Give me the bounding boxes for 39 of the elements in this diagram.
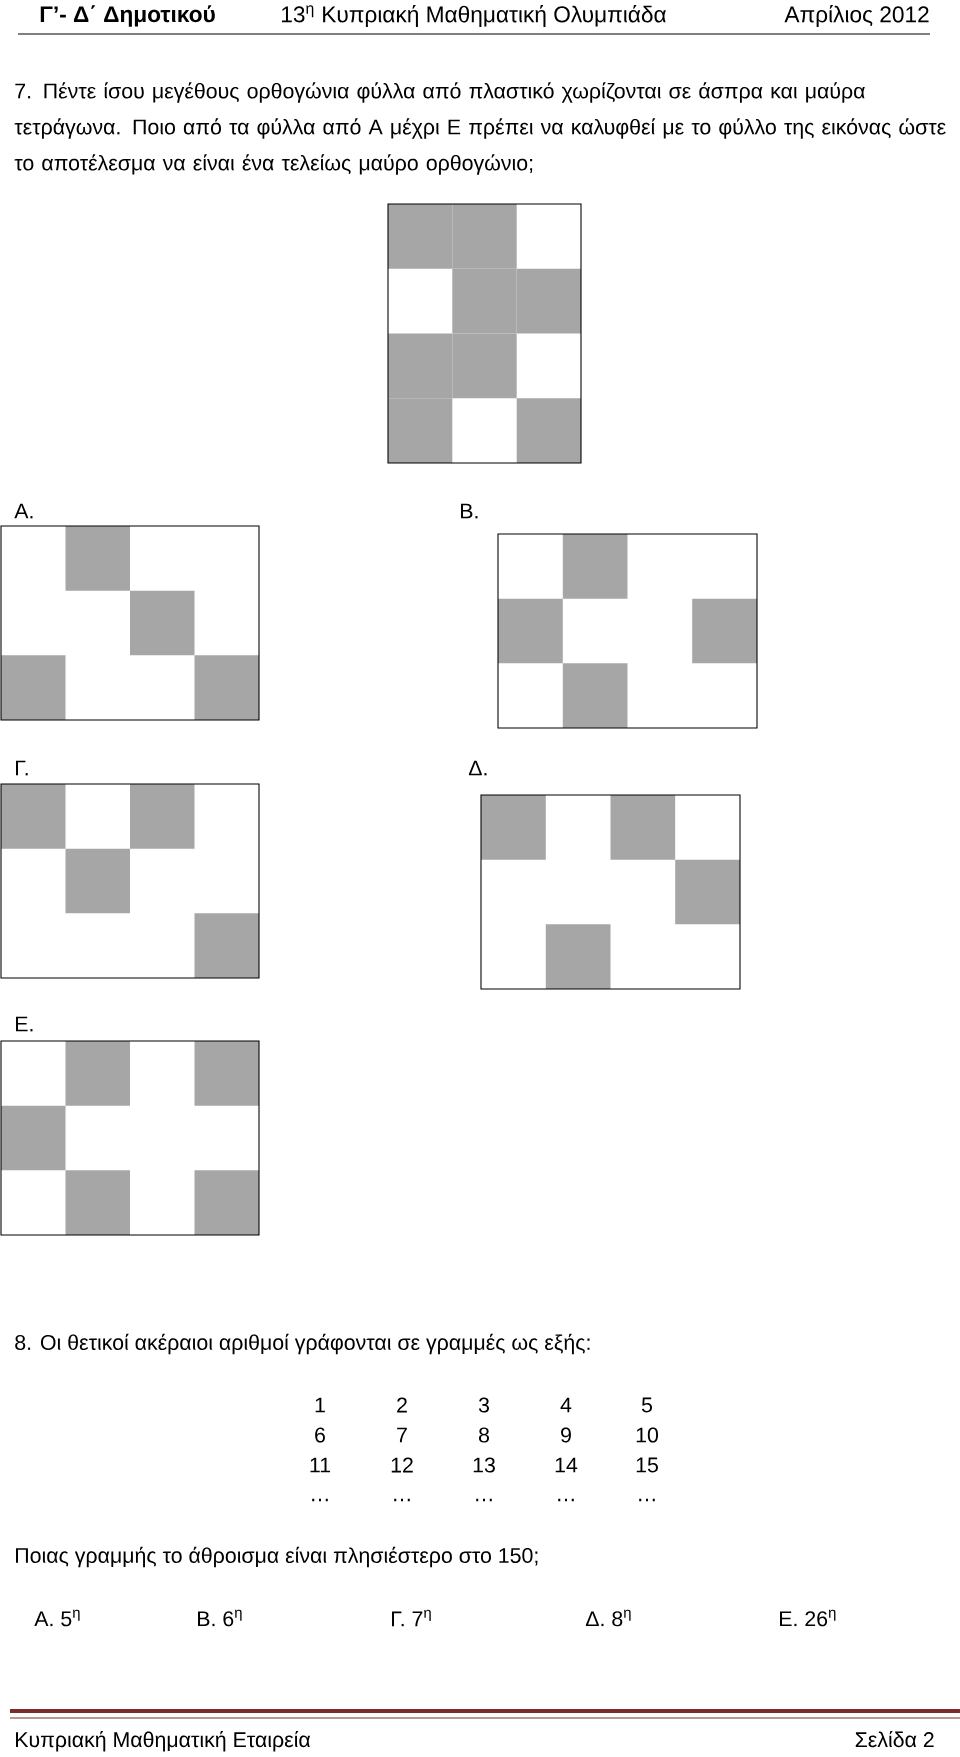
table-number: 11 — [310, 1457, 330, 1473]
table-number: 2 — [397, 1397, 407, 1413]
tile-grid-drawing — [387, 203, 582, 464]
answer-choice: Α. 5$^{η}$ — [34, 1609, 80, 1627]
table-number: 13 — [473, 1457, 495, 1473]
footer-text: Σελίδα 2 — [855, 1730, 934, 1748]
table-number: … — [312, 1498, 328, 1502]
table-number: … — [558, 1498, 574, 1502]
table-number: … — [639, 1498, 655, 1502]
table-number: … — [394, 1498, 410, 1502]
table-number: 9 — [561, 1427, 571, 1443]
header-text: 13$^{η}$ Κυπριακή Μαθηματική Ολυμπιάδα — [282, 5, 666, 27]
table-number: 1 — [315, 1397, 325, 1413]
header-text: Απρίλιος 2012 — [784, 5, 929, 27]
option-letter: Γ. — [16, 760, 28, 776]
header-text: Γ’- Δ΄ Δημοτικού — [40, 5, 215, 27]
table-number: 6 — [315, 1427, 325, 1443]
table-number: 14 — [555, 1457, 578, 1473]
option-letter: Ε. — [16, 1016, 33, 1032]
answer-choice: Γ. 7$^{η}$ — [392, 1609, 431, 1627]
footer-text: Κυπριακή Μαθηματική Εταιρεία — [16, 1730, 311, 1752]
answer-choice: Ε. 26$^{η}$ — [780, 1609, 836, 1627]
option-letter: Β. — [461, 503, 478, 519]
question-text: Ποιας γραμμής το άθροισμα είναι πλησιέστερο στο 150; — [16, 1546, 538, 1568]
table-number: 7 — [397, 1427, 407, 1443]
table-number: 4 — [560, 1397, 572, 1413]
answer-choice: Β. 6$^{η}$ — [198, 1609, 242, 1627]
answer-choice: Δ. 8$^{η}$ — [585, 1609, 631, 1627]
table-number: 3 — [478, 1397, 489, 1413]
option-letter: Δ. — [468, 760, 487, 776]
question-text: 7. Πέντε ίσου μεγέθους ορθογώνια φύλλα από πλαστικό χωρίζονται σε άσπρα και μαύρα τετράγωνα. Ποιο από τα φύλλα από Α μέχρι Ε πρέπει να καλυφθεί με το φύλλο της εικόνας ώστε το αποτέλεσμα να είναι ένα τελείως μαύρο ορθογώνιο; — [14, 82, 946, 175]
table-number: 15 — [636, 1457, 658, 1473]
table-number: 12 — [391, 1457, 413, 1473]
table-number: 8 — [479, 1427, 489, 1443]
table-number: … — [476, 1498, 492, 1502]
option-letter: Α. — [14, 503, 33, 519]
question-text: 8. Οι θετικοί ακέραιοι αριθμοί γράφονται σε γραμμές ως εξής: — [15, 1333, 590, 1355]
table-number: 10 — [636, 1427, 658, 1443]
table-number: 5 — [641, 1397, 652, 1413]
